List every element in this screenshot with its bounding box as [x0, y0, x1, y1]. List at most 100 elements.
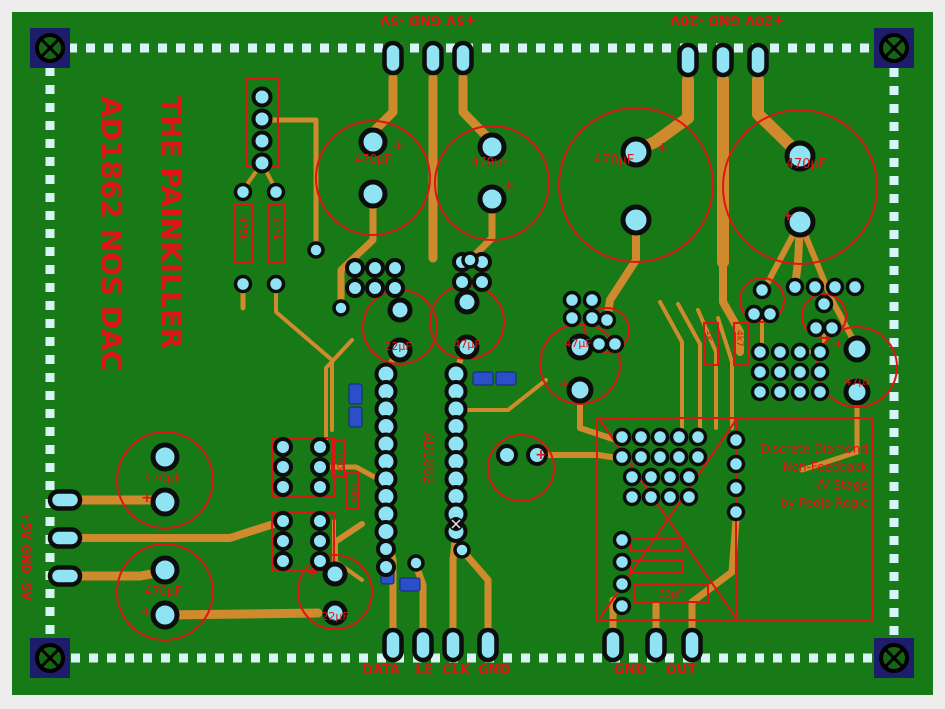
oblong-pad — [382, 627, 404, 663]
silkscreen-layer — [116, 77, 898, 641]
pads-layer — [47, 40, 871, 663]
copper-trace — [337, 190, 377, 312]
pad — [631, 447, 651, 467]
pad — [273, 477, 293, 497]
pad — [358, 179, 388, 209]
pad — [679, 467, 699, 487]
component-outline-circle — [539, 323, 621, 405]
cap-label: 47µF — [844, 375, 871, 388]
component-outline-rect — [331, 439, 345, 477]
component-outline-circle — [434, 125, 550, 241]
cap-label: 470µF — [786, 157, 827, 172]
power-label-top-right: +20V GND -20V — [670, 12, 784, 27]
output-label-gnd: GND — [614, 663, 647, 678]
component-outline-rect — [271, 437, 335, 497]
oblong-pad — [712, 42, 734, 78]
power-label-top-center: +5V GND -5V — [380, 12, 476, 27]
pad — [688, 427, 708, 447]
polarity-mark: + — [307, 565, 319, 581]
pad — [345, 278, 365, 298]
pad — [266, 182, 286, 202]
pad — [726, 454, 746, 474]
iv-stage-outline-box — [596, 417, 873, 621]
pad — [622, 467, 642, 487]
cap-label: 100n — [348, 482, 358, 505]
pad — [790, 382, 810, 402]
stage-note-line4: by Pedja Rogic — [780, 496, 868, 510]
pad — [582, 290, 602, 310]
component-outline-circle — [116, 431, 214, 529]
pad — [150, 487, 180, 517]
copper-trace — [458, 546, 492, 646]
pad — [790, 342, 810, 362]
pad — [669, 447, 689, 467]
component-outline-rect — [271, 511, 335, 571]
pad — [810, 342, 830, 362]
stage-note-line2: Non-Feedback — [783, 460, 868, 474]
copper-trace — [412, 561, 427, 646]
pad — [750, 362, 770, 382]
pad — [822, 318, 842, 338]
component-outline-rect — [633, 583, 709, 603]
pad — [322, 561, 348, 587]
pad — [825, 277, 845, 297]
cap-label: 470µF — [471, 155, 509, 169]
pad — [251, 108, 273, 130]
stage-note-line1: Discrete Diamond — [760, 442, 868, 456]
pad — [273, 551, 293, 571]
signal-label-gnd: GND — [478, 663, 511, 678]
component-outline-rect — [345, 471, 359, 509]
cap-label: 47µF — [564, 337, 591, 350]
pad — [385, 278, 405, 298]
pad — [266, 274, 286, 294]
pad — [750, 382, 770, 402]
oblong-pad — [382, 40, 404, 76]
pad — [726, 430, 746, 450]
pad — [605, 334, 625, 354]
pad — [365, 258, 385, 278]
component-outline-circle — [722, 109, 878, 265]
copper-trace — [160, 608, 323, 620]
copper-trace — [719, 258, 744, 356]
pad — [376, 557, 396, 577]
pad — [387, 337, 413, 363]
oblong-pad — [681, 627, 703, 663]
pad — [273, 457, 293, 477]
oblong-pad — [47, 565, 83, 587]
pad — [562, 308, 582, 328]
pad — [251, 130, 273, 152]
pad — [790, 362, 810, 382]
pad — [251, 86, 273, 108]
cap-label: 33pF — [659, 589, 684, 600]
pad — [233, 274, 253, 294]
oblong-pad — [677, 42, 699, 78]
oblong-pad — [47, 527, 83, 549]
smd-pad — [399, 577, 421, 592]
copper-trace — [688, 516, 740, 646]
pad — [814, 294, 834, 314]
component-outline-rect — [234, 204, 253, 264]
pad — [454, 334, 480, 360]
pad — [806, 318, 826, 338]
pad — [770, 382, 790, 402]
cap-label: 470µF — [144, 584, 182, 598]
pad — [310, 477, 330, 497]
stage-note-line3: I/V Stage — [814, 478, 868, 492]
pad — [612, 530, 632, 550]
pad — [233, 182, 253, 202]
component-outline-circle — [584, 307, 630, 353]
polarity-mark: + — [141, 490, 153, 506]
cap-label: 22µF — [321, 610, 348, 623]
resistor-label: 475k — [237, 216, 248, 241]
pad — [688, 447, 708, 467]
pad — [387, 297, 413, 323]
polarity-mark: + — [782, 208, 794, 224]
pad — [365, 278, 385, 298]
pad — [641, 467, 661, 487]
resistor-label: 475k — [270, 216, 281, 241]
pad — [843, 378, 871, 406]
polarity-mark: + — [657, 140, 669, 156]
copper-trace — [259, 117, 319, 253]
pad — [785, 277, 805, 297]
mounting-hole — [30, 638, 70, 678]
